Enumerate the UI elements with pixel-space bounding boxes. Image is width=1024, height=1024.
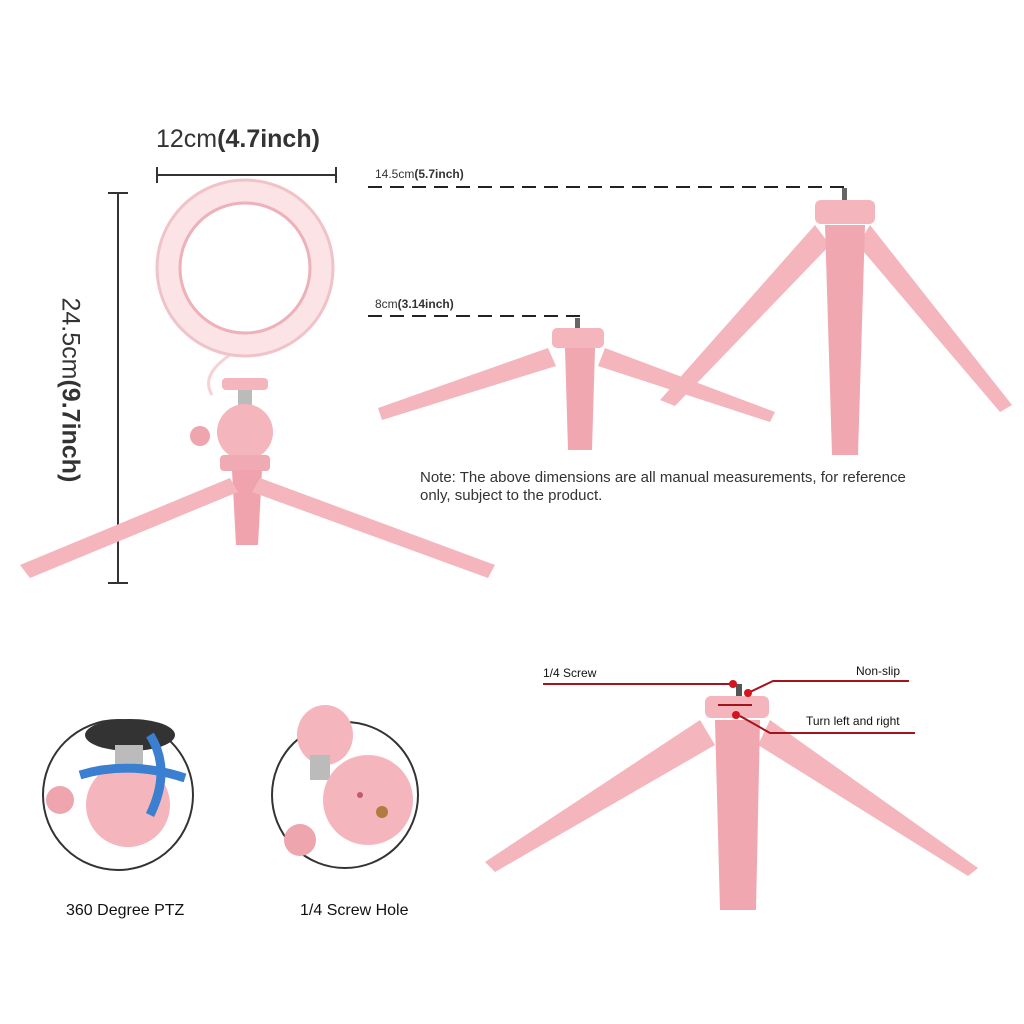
callout-turn: Turn left and right	[806, 714, 900, 728]
width-label: 12cm(4.7inch)	[156, 125, 320, 153]
height-dimension-line	[108, 192, 128, 584]
height-label: 24.5cm(9.7inch)	[56, 297, 85, 483]
ptz-detail-circle	[42, 719, 194, 871]
callout-lines	[543, 680, 915, 734]
screw-hole-detail-circle	[271, 705, 419, 869]
tall-height-label: 14.5cm(5.7inch)	[375, 167, 464, 181]
tall-tripod	[660, 188, 1012, 455]
measurement-note: Note: The above dimensions are all manua…	[420, 469, 906, 504]
short-height-label: 8cm(3.14inch)	[375, 297, 454, 311]
feature-tripod	[485, 684, 978, 910]
callout-screw: 1/4 Screw	[543, 666, 597, 680]
ptz-caption: 360 Degree PTZ	[66, 902, 185, 919]
screw-hole-caption: 1/4 Screw Hole	[300, 902, 409, 919]
width-dimension-line	[156, 167, 337, 183]
callout-non-slip: Non-slip	[856, 664, 901, 678]
ring-light	[20, 178, 495, 578]
